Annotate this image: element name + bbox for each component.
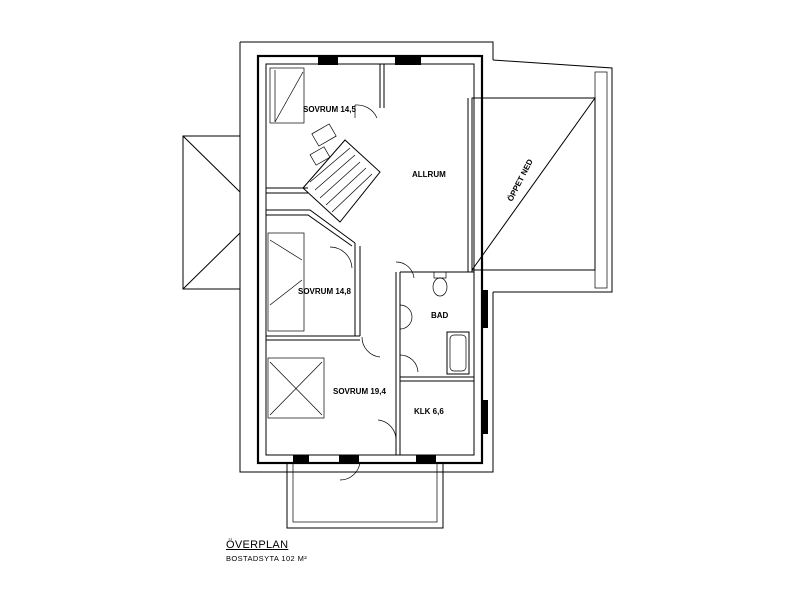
open-void: [471, 59, 613, 293]
doors: [329, 104, 419, 481]
room-label-sovrum-3: SOVRUM 19,4: [333, 387, 386, 396]
interior-walls: [266, 64, 474, 455]
staircase: [302, 123, 381, 223]
label-oppet-ned: ÖPPET NED: [506, 157, 535, 202]
room-label-klk: KLK 6,6: [414, 407, 444, 416]
wardrobes: [267, 67, 325, 419]
living-area-text: BOSTADSYTA 102 M²: [226, 554, 308, 563]
room-label-sovrum-2: SOVRUM 14,8: [298, 287, 351, 296]
room-label-allrum: ALLRUM: [412, 170, 446, 179]
balcony: [286, 462, 444, 529]
roof-outline: [182, 41, 494, 473]
room-label-bad: BAD: [431, 311, 449, 320]
plan-title: ÖVERPLAN: [226, 539, 289, 551]
room-label-sovrum-1: SOVRUM 14,5: [303, 105, 356, 114]
bathroom-fixtures: [399, 271, 470, 375]
exterior-walls: [256, 54, 488, 465]
